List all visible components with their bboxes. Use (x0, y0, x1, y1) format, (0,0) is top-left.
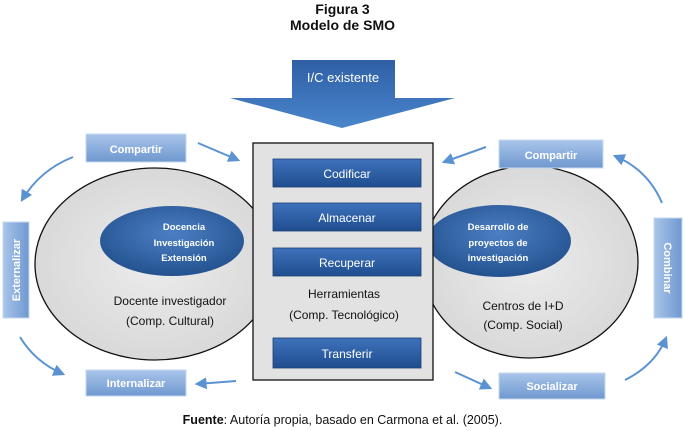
right-inner-line-2: proyectos de (468, 238, 527, 249)
arrow-panel-to-socialize (454, 371, 493, 390)
center-caption-line-2: (Comp. Tecnológico) (289, 308, 399, 322)
arrow-externalize-to-internalize (19, 336, 66, 376)
socialize-box: Socializar (498, 372, 606, 400)
center-caption-line-1: Herramientas (308, 287, 380, 301)
existing-knowledge-arrow: I/C existente (230, 60, 455, 128)
codify-box: Codificar (272, 158, 422, 188)
right-caption-line-2: (Comp. Social) (483, 318, 562, 332)
store-box: Almacenar (272, 202, 422, 232)
figure-title: Modelo de SMO (290, 17, 395, 33)
source-label: Fuente (182, 413, 224, 427)
top-arrow-label: I/C existente (307, 70, 379, 85)
right-caption-line-1: Centros de I+D (482, 299, 563, 313)
store-label: Almacenar (318, 211, 375, 225)
tools-panel: Codificar Almacenar Recuperar Herramient… (252, 142, 434, 381)
cycle-arrows (19, 142, 668, 390)
share-right-box: Compartir (498, 139, 604, 169)
left-inner-line-2: Investigación (154, 238, 215, 249)
share-right-label: Compartir (525, 150, 578, 162)
retrieve-label: Recuperar (319, 256, 375, 270)
externalize-box: Externalizar (2, 221, 30, 319)
left-cluster: Docencia Investigación Extensión Docente… (34, 167, 276, 361)
left-inner-line-3: Extensión (161, 253, 207, 264)
left-caption-line-2: (Comp. Cultural) (126, 314, 214, 328)
right-cluster: Desarrollo de proyectos de investigación… (421, 165, 639, 359)
share-left-label: Compartir (110, 144, 163, 156)
arrow-to-externalize (20, 156, 74, 203)
arrow-share-right-to-panel (441, 146, 487, 165)
left-inner-line-1: Docencia (163, 222, 206, 233)
source-text: : Autoría propia, basado en Carmona et a… (223, 413, 503, 427)
arrow-combine-to-share (612, 154, 663, 204)
left-caption-line-1: Docente investigador (114, 294, 227, 308)
arrow-share-left-to-panel (197, 142, 241, 162)
right-inner-line-1: Desarrollo de (468, 222, 529, 233)
left-inner-ellipse (100, 206, 244, 276)
right-inner-line-3: investigación (468, 253, 529, 264)
arrow-panel-to-internalize (194, 377, 237, 390)
share-left-box: Compartir (85, 133, 187, 163)
internalize-box: Internalizar (85, 369, 187, 397)
transfer-label: Transferir (322, 347, 373, 361)
arrow-socialize-to-combine (624, 335, 668, 381)
codify-label: Codificar (323, 167, 370, 181)
combine-label: Combinar (661, 242, 673, 294)
figure-number: Figura 3 (315, 1, 370, 17)
retrieve-box: Recuperar (272, 247, 422, 277)
externalize-label: Externalizar (11, 238, 23, 301)
internalize-label: Internalizar (107, 378, 166, 390)
socialize-label: Socializar (526, 381, 578, 393)
source-caption: Fuente: Autoría propia, basado en Carmon… (0, 413, 685, 427)
transfer-box: Transferir (272, 337, 422, 369)
right-inner-ellipse (427, 205, 571, 277)
combine-box: Combinar (653, 217, 683, 319)
